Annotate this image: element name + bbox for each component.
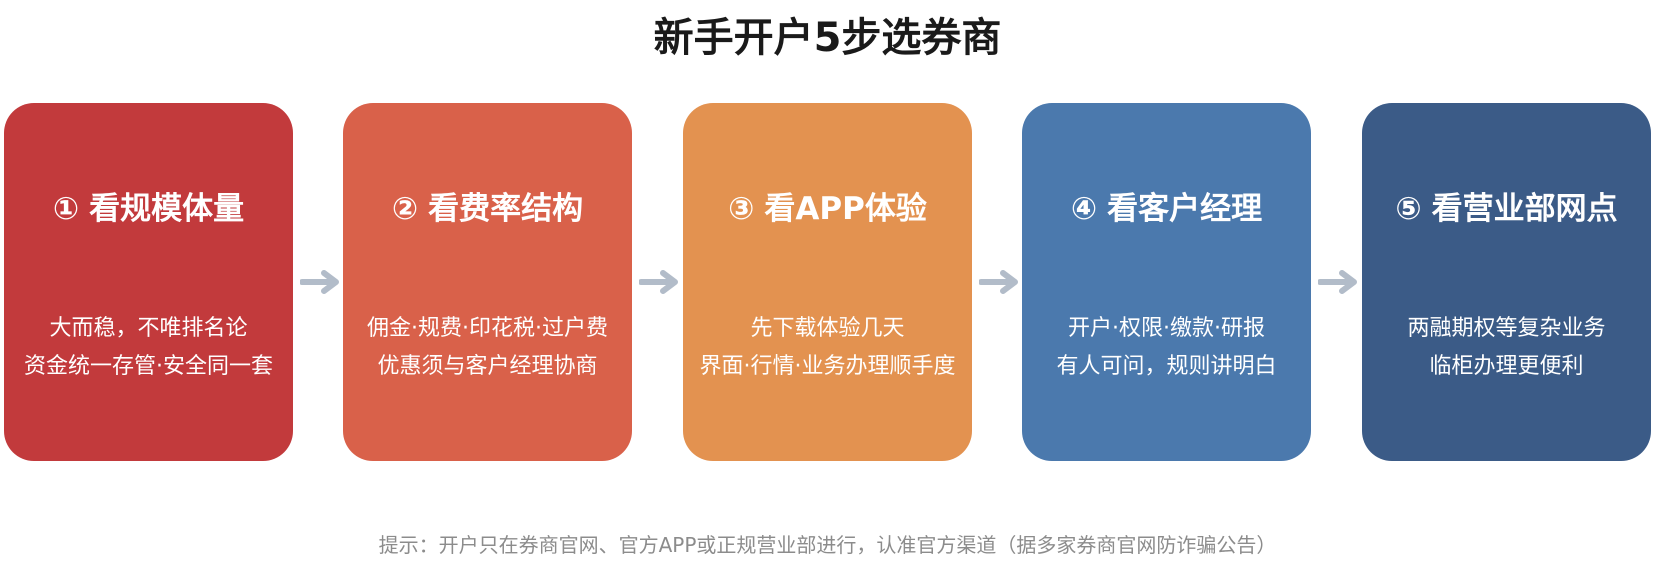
step-description-line1: 开户·权限·缴款·研报	[1068, 316, 1265, 341]
step-title: 看客户经理	[1107, 191, 1263, 227]
step-number: ②	[391, 191, 419, 227]
step-number: ①	[52, 191, 80, 227]
footer-note: 提示：开户只在券商官网、官方APP或正规营业部进行，认准官方渠道（据多家券商官网…	[378, 533, 1277, 557]
step-number: ④	[1070, 191, 1098, 227]
step-description-line1: 两融期权等复杂业务	[1407, 316, 1606, 341]
step-description-line1: 大而稳，不唯排名论	[49, 316, 248, 341]
step-title: 看营业部网点	[1431, 191, 1618, 227]
right-arrow-icon	[1318, 270, 1357, 294]
right-arrow-icon	[639, 270, 678, 294]
right-arrow-icon	[979, 270, 1018, 294]
step-title: 看APP体验	[764, 191, 927, 227]
step-number: ③	[728, 191, 755, 227]
step-title: 看费率结构	[428, 191, 584, 227]
step-number: ⑤	[1395, 191, 1422, 227]
step-description-line2: 界面·行情·业务办理顺手度	[699, 354, 956, 379]
step-description-line2: 临柜办理更便利	[1429, 354, 1584, 379]
page-title: 新手开户5步选券商	[653, 15, 1002, 61]
step-description-line1: 佣金·规费·印花税·过户费	[367, 316, 608, 341]
step-description-line2: 有人可问，规则讲明白	[1056, 354, 1277, 379]
step-title: 看规模体量	[89, 191, 245, 227]
step-description-line2: 优惠须与客户经理协商	[377, 354, 598, 379]
right-arrow-icon	[300, 270, 339, 294]
step-description-line1: 先下载体验几天	[750, 316, 905, 341]
step-description-line2: 资金统一存管·安全同一套	[24, 354, 273, 379]
